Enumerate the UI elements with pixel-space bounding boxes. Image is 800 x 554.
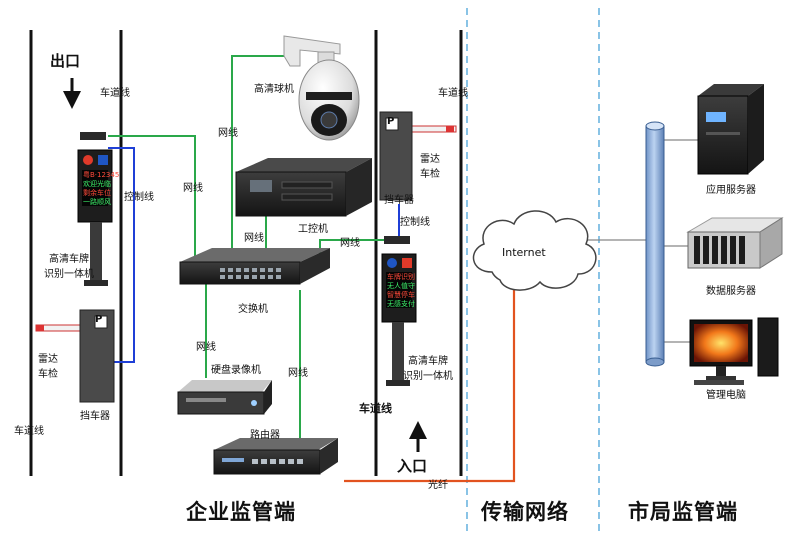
cable-left-camera-switch [108,135,196,258]
right-barrier-label: 挡车器 [384,195,414,206]
right-led-line-1: 车牌识别 [387,273,415,281]
section-dividers [466,8,600,532]
network-cable-label-nvr: 网线 [196,342,216,353]
data-server-device [686,217,784,269]
network-cable-label-dome: 网线 [218,128,238,139]
right-plate-recognizer-line-1: 高清车牌 [408,356,448,367]
control-cables [108,147,400,363]
right-led-line-3: 智慧停车 [387,291,415,299]
left-led-line-1: 粤B·12345 [83,171,120,179]
cable-dome-switch [231,55,290,258]
right-radar-line-1: 雷达 [420,154,440,165]
data-server-label: 数据服务器 [706,286,756,297]
left-barrier-sign: P [95,314,103,325]
right-led-line-4: 无感支付 [387,300,415,308]
app-server-device [697,84,764,175]
switch-device [179,248,330,285]
server-links [580,139,698,343]
right-plate-recognizer-device [381,236,417,386]
left-plate-recognizer-device [77,132,113,286]
control-cable-label-right: 控制线 [400,217,430,228]
control-left [108,147,135,363]
right-barrier-sign: P [387,116,395,127]
left-plate-recognizer-line-1: 高清车牌 [49,254,89,265]
hd-dome-camera-device [283,35,360,141]
left-radar-line-1: 雷达 [38,354,58,365]
right-plate-recognizer-line-2: 识别一体机 [403,371,453,382]
direction-arrows [63,78,427,452]
hd-dome-camera-label: 高清球机 [254,84,294,95]
left-radar-line-2: 车检 [38,369,58,380]
lane-label-top-left: 车道线 [100,88,130,99]
lane-label-top-right: 车道线 [438,88,468,99]
network-cable-label-ipc: 网线 [244,233,264,244]
bureau-region-label: 市局监管端 [628,500,738,524]
lane-label-bottom-right: 车道线 [359,402,392,415]
right-radar-label: 雷达 车检 [420,150,440,180]
backbone-pipe [645,121,665,367]
right-led-line-2: 无人值守 [387,282,415,290]
mgmt-pc-device [689,317,779,385]
left-led-line-3: 剩余车位 [83,189,111,197]
right-radar-line-2: 车检 [420,169,440,180]
network-cable-label-router: 网线 [288,368,308,379]
enterprise-region-label: 企业监管端 [186,500,296,524]
fiber-cable [344,284,516,483]
network-cable-label-right: 网线 [340,238,360,249]
internet-label: Internet [502,246,546,259]
industrial-pc-device [235,158,372,217]
left-radar-label: 雷达 车检 [38,350,58,380]
switch-label: 交换机 [238,304,268,315]
app-server-label: 应用服务器 [706,185,756,196]
internet-cloud [472,210,597,291]
network-cable-label-left: 网线 [183,183,203,194]
right-barrier-gate-device [379,111,457,201]
nvr-device [177,380,272,415]
router-label: 路由器 [250,430,280,441]
left-barrier-label: 挡车器 [80,411,110,422]
lane-lines [29,30,463,476]
right-plate-recognizer-label: 高清车牌 识别一体机 [403,352,453,382]
control-cable-label-left: 控制线 [124,192,154,203]
left-led-line-2: 欢迎光临 [83,180,111,188]
mgmt-pc-label: 管理电脑 [706,390,746,401]
left-led-line-4: 一路顺风 [83,198,111,206]
transmission-region-label: 传输网络 [481,500,569,524]
router-device [213,438,338,475]
left-plate-recognizer-line-2: 识别一体机 [44,269,94,280]
exit-label: 出口 [50,52,81,70]
lane-label-bottom-left: 车道线 [14,426,44,437]
nvr-label: 硬盘录像机 [211,365,261,376]
left-barrier-gate-device [35,309,115,403]
left-plate-recognizer-label: 高清车牌 识别一体机 [44,250,94,280]
industrial-pc-label: 工控机 [298,224,328,235]
fiber-label: 光纤 [428,480,448,491]
entrance-label: 入口 [397,457,428,475]
